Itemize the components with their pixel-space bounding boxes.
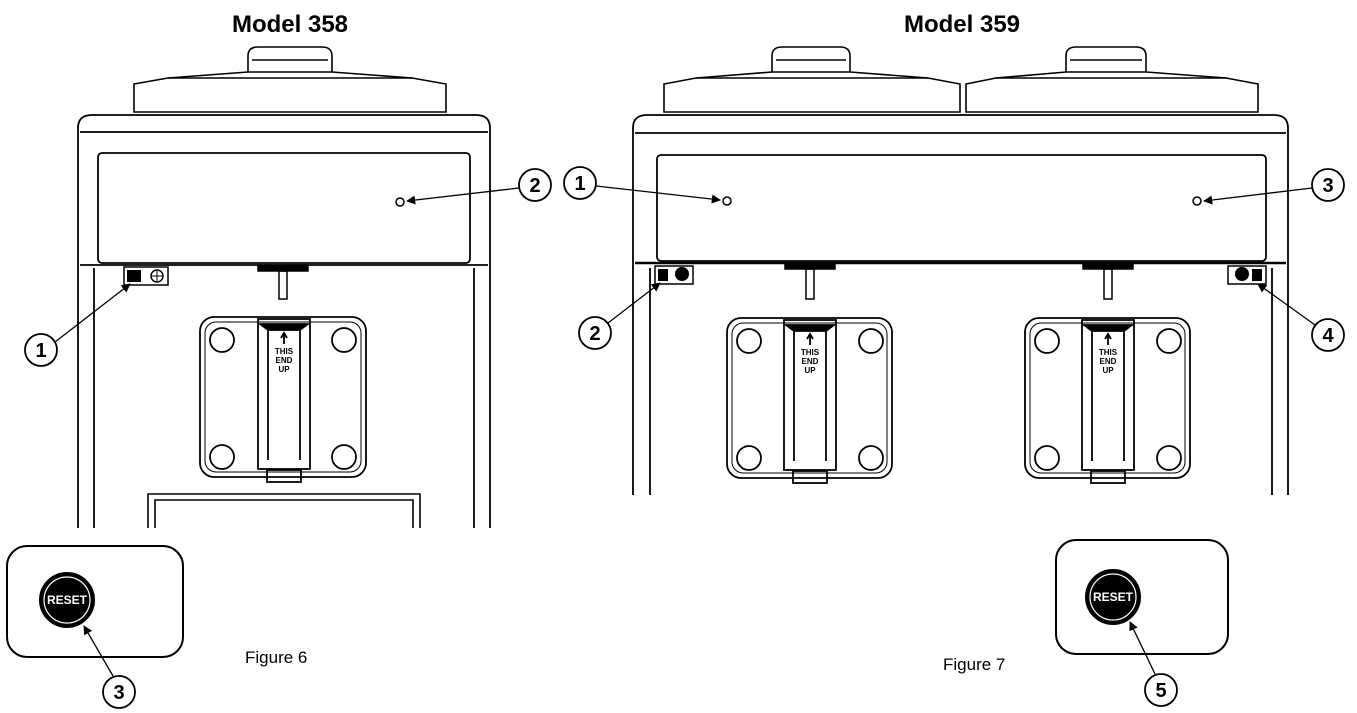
tray-label-line-1: THIS xyxy=(1099,348,1118,357)
model-359-reset-panel: RESET xyxy=(1055,539,1229,655)
model-359-tray-label-right: THIS END UP xyxy=(1099,348,1118,375)
tray-label-line-2: END xyxy=(1100,357,1117,366)
reset-label-359: RESET xyxy=(1093,590,1134,604)
model-359-tray-label-left: THIS END UP xyxy=(801,348,820,375)
model-359-callout-5: 5 xyxy=(1129,621,1178,707)
model-358-figure: Model 358 xyxy=(6,11,552,709)
reset-label-358: RESET xyxy=(47,593,88,607)
model-359-callout-1: 1 xyxy=(563,166,721,204)
model-359-callout-3: 3 xyxy=(1203,168,1345,205)
callout-label: 4 xyxy=(1322,325,1334,347)
model-359-title: Model 359 xyxy=(904,11,1020,38)
model-359-control-switch-left xyxy=(654,265,694,285)
callout-label: 2 xyxy=(529,175,540,197)
tray-label-line-2: END xyxy=(802,357,819,366)
model-359-spigot-left xyxy=(784,262,836,300)
callout-label: 1 xyxy=(35,340,46,362)
model-358-title: Model 358 xyxy=(232,11,348,38)
model-358-indicator-light xyxy=(395,197,405,207)
model-358-control-switch xyxy=(123,266,169,286)
tray-label-line-3: UP xyxy=(804,366,816,375)
model-359-drip-tray-right xyxy=(1024,317,1191,484)
model-359-callout-2: 2 xyxy=(578,282,661,350)
model-358-callout-2: 2 xyxy=(406,168,552,205)
model-358-reset-panel: RESET xyxy=(6,545,184,658)
model-359-drip-tray-left xyxy=(726,317,893,484)
model-359-hopper-lids xyxy=(663,46,1259,113)
model-358-drip-tray xyxy=(199,316,367,483)
model-359-cabinet xyxy=(632,114,1289,495)
tray-label-line-1: THIS xyxy=(275,347,294,356)
model-358-cup-rest xyxy=(147,493,421,528)
tray-label-line-1: THIS xyxy=(801,348,820,357)
callout-label: 5 xyxy=(1155,680,1166,702)
model-358-tray-label: THIS END UP xyxy=(275,347,294,374)
figure-7-caption: Figure 7 xyxy=(943,655,1005,674)
figure-6-caption: Figure 6 xyxy=(245,648,307,667)
model-359-indicator-light-left xyxy=(722,196,732,206)
callout-label: 3 xyxy=(1322,175,1333,197)
model-359-control-switch-right xyxy=(1227,265,1267,285)
model-358-spigot xyxy=(257,264,309,300)
callout-label: 3 xyxy=(113,682,124,704)
callout-label: 1 xyxy=(574,173,585,195)
model-359-spigot-right xyxy=(1082,262,1134,300)
tray-label-line-3: UP xyxy=(278,365,290,374)
model-359-figure: Model 359 xyxy=(563,11,1345,707)
model-359-callout-4: 4 xyxy=(1257,283,1345,352)
tray-label-line-3: UP xyxy=(1102,366,1114,375)
model-358-callout-1: 1 xyxy=(24,283,131,367)
model-359-indicator-light-right xyxy=(1192,196,1202,206)
tray-label-line-2: END xyxy=(276,356,293,365)
callout-label: 2 xyxy=(589,323,600,345)
model-358-callout-3: 3 xyxy=(83,625,136,709)
model-358-hopper-lid xyxy=(133,46,447,113)
